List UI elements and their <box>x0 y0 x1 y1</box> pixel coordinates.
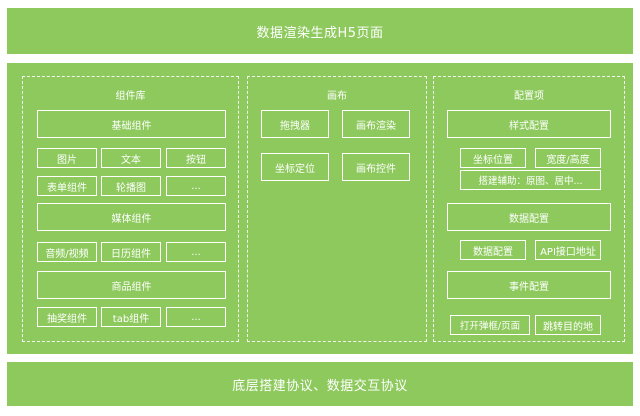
event-item-jump-target: 跳转目的地 <box>535 315 601 335</box>
data-config-box: 数据配置 <box>447 203 611 231</box>
goods-item-more: ... <box>166 307 226 327</box>
canvas-item-dragger: 拖拽器 <box>261 110 329 138</box>
bottom-band: 底层搭建协议、数据交互协议 <box>7 362 633 406</box>
top-band: 数据渲染生成H5页面 <box>7 8 633 54</box>
canvas-title: 画布 <box>327 91 347 102</box>
canvas-item-controls: 画布控件 <box>342 153 410 181</box>
style-item-position: 坐标位置 <box>460 148 526 168</box>
component-library-title: 组件库 <box>115 91 146 102</box>
event-config-label: 事件配置 <box>509 281 549 293</box>
basic-item-carousel: 轮播图 <box>101 176 161 196</box>
config-title: 配置项 <box>514 91 544 102</box>
data-item-data-config: 数据配置 <box>460 240 526 260</box>
basic-components-box: 基础组件 <box>37 110 226 138</box>
basic-item-image: 图片 <box>37 148 97 168</box>
data-config-label: 数据配置 <box>509 213 549 225</box>
canvas-column: 画布 拖拽器 画布渲染 坐标定位 画布控件 <box>247 76 427 342</box>
canvas-item-render: 画布渲染 <box>342 110 410 138</box>
bottom-title: 底层搭建协议、数据交互协议 <box>232 378 408 394</box>
basic-components-label: 基础组件 <box>111 120 152 132</box>
goods-components-label: 商品组件 <box>111 281 152 293</box>
goods-item-tab: tab组件 <box>101 307 161 327</box>
style-item-size: 宽度/高度 <box>535 148 601 168</box>
data-item-api: API接口地址 <box>535 240 601 260</box>
media-item-calendar: 日历组件 <box>101 242 161 262</box>
media-components-label: 媒体组件 <box>111 213 152 225</box>
media-item-audio-video: 音频/视频 <box>37 242 97 262</box>
media-components-box: 媒体组件 <box>37 203 226 231</box>
style-config-box: 样式配置 <box>447 110 611 138</box>
config-column: 配置项 样式配置 坐标位置 宽度/高度 搭建辅助：原图、居中... 数据配置 数… <box>433 76 625 342</box>
media-item-more: ... <box>166 242 226 262</box>
main-panel: 组件库 基础组件 图片 文本 按钮 表单组件 轮播图 ... 媒体组件 音频/视… <box>7 63 633 354</box>
event-config-box: 事件配置 <box>447 271 611 299</box>
basic-item-button: 按钮 <box>166 148 226 168</box>
goods-item-lottery: 抽奖组件 <box>37 307 97 327</box>
basic-item-text: 文本 <box>101 148 161 168</box>
style-item-build-aid: 搭建辅助：原图、居中... <box>460 170 601 190</box>
style-config-label: 样式配置 <box>509 120 549 132</box>
basic-item-form: 表单组件 <box>37 176 97 196</box>
top-title: 数据渲染生成H5页面 <box>256 25 384 41</box>
component-library-column: 组件库 基础组件 图片 文本 按钮 表单组件 轮播图 ... 媒体组件 音频/视… <box>22 76 239 342</box>
goods-components-box: 商品组件 <box>37 271 226 299</box>
event-item-open-popup: 打开弹框/页面 <box>450 315 530 335</box>
canvas-item-positioning: 坐标定位 <box>261 153 329 181</box>
basic-item-more: ... <box>166 176 226 196</box>
